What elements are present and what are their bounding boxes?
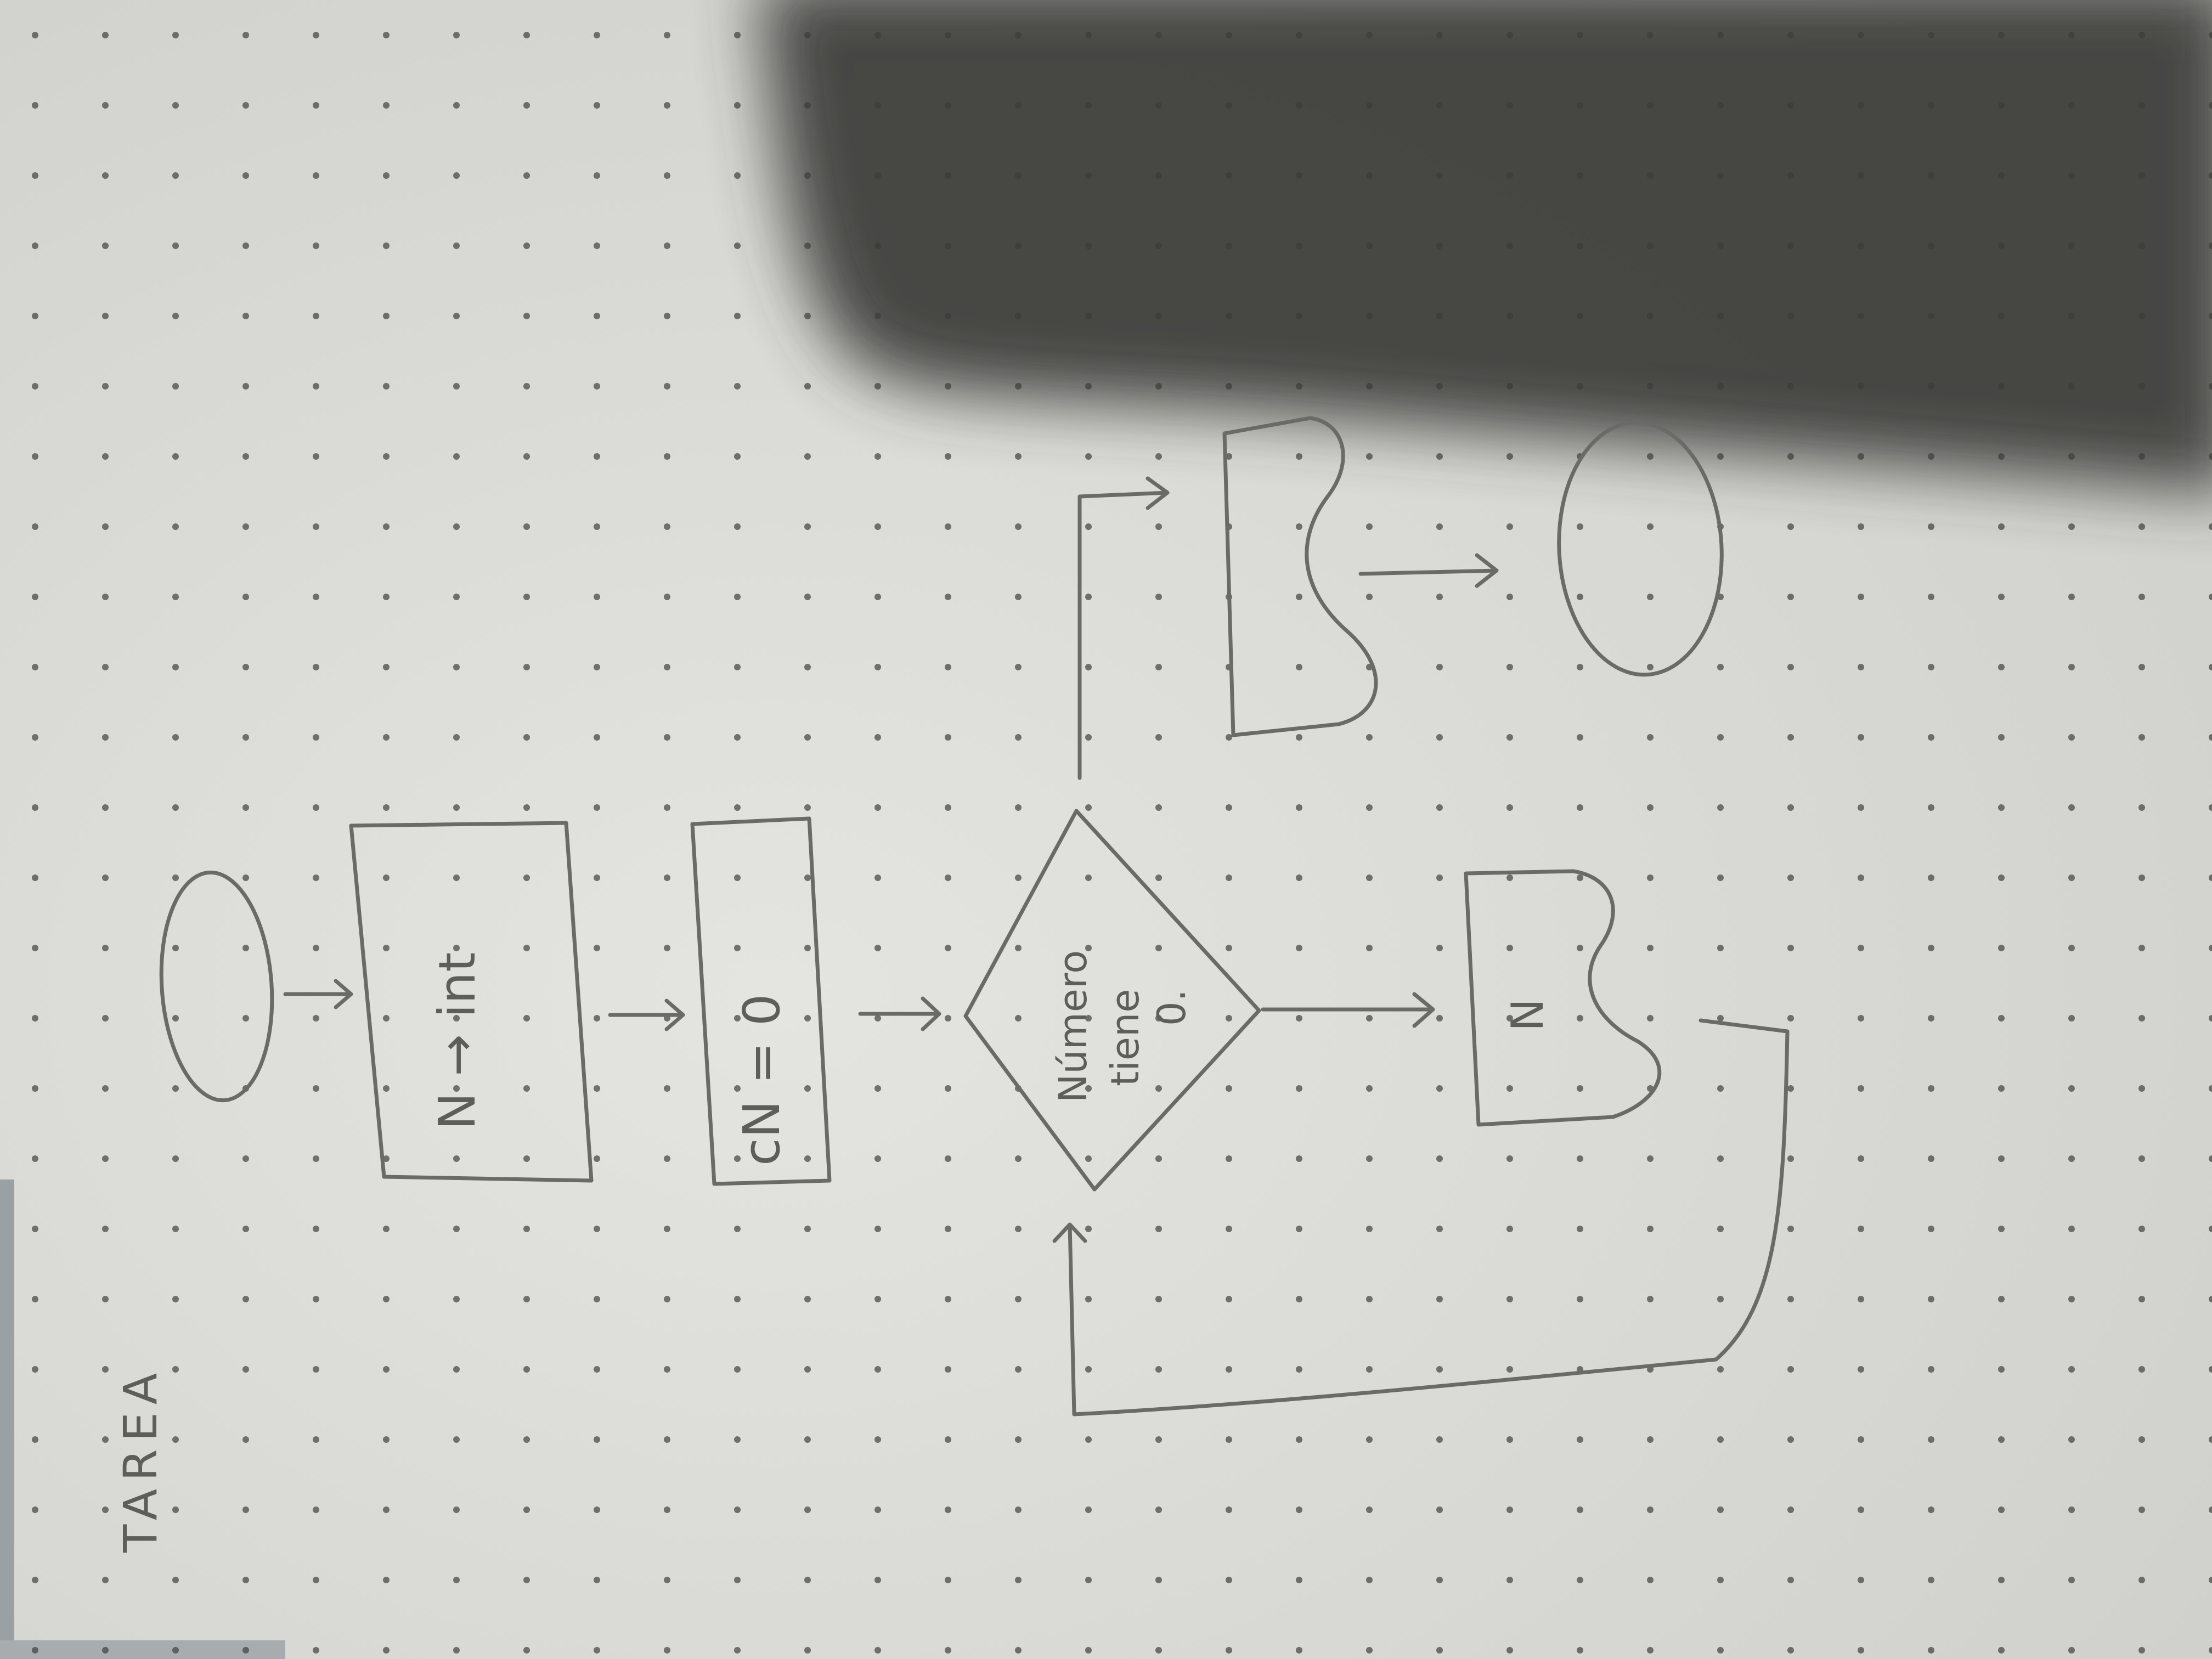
arrow-decision-to-output [1077, 476, 1170, 780]
n-document-shape [1464, 869, 1662, 1127]
arrow-decision-to-n [1261, 992, 1435, 1028]
page-title: TAREA [114, 1365, 167, 1553]
end-terminal [1557, 420, 1724, 677]
output-document-shape [1222, 416, 1378, 737]
assign-box [690, 816, 832, 1186]
decision-diamond [963, 809, 1261, 1192]
input-box [349, 821, 594, 1183]
n-document-label: N [1502, 998, 1553, 1031]
decision-line-1: Número [1051, 950, 1096, 1103]
phone-shadow [759, 0, 2212, 492]
arrow-output-to-end [1358, 553, 1499, 588]
decision-line-3: 0. [1149, 989, 1194, 1026]
arrow-start-to-input [283, 979, 353, 1009]
decision-line-2: tiene [1103, 989, 1148, 1086]
arrow-input-to-assign [608, 998, 685, 1031]
input-box-label: N → int [428, 952, 487, 1130]
loop-back-line [1052, 1018, 1790, 1417]
start-terminal [159, 870, 274, 1103]
arrow-assign-to-decision [858, 996, 941, 1031]
assign-box-label: cN = 0 [732, 994, 791, 1166]
